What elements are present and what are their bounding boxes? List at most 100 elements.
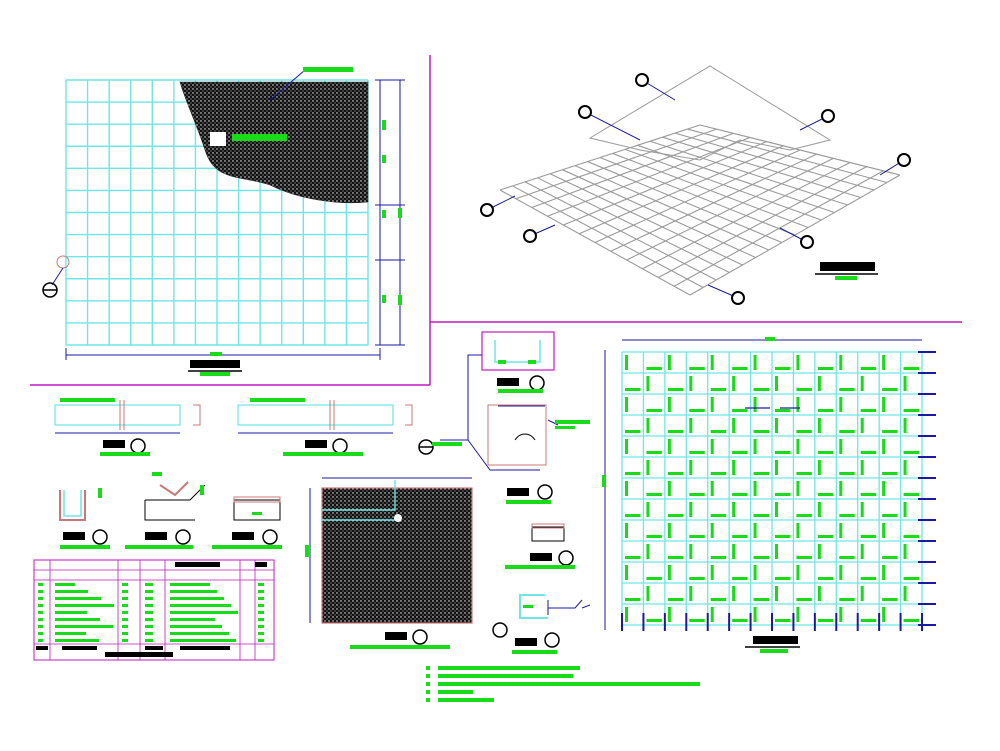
joint-mark [817, 535, 834, 538]
joint-mark [646, 544, 650, 559]
joint-mark [817, 493, 834, 496]
joint-mark [839, 355, 843, 370]
joint-mark [625, 607, 628, 622]
joint-mark [796, 481, 800, 496]
joint-mark [753, 355, 757, 370]
joint-mark [839, 430, 855, 433]
joint-mark [732, 502, 736, 517]
detail-u-channel [59, 488, 110, 549]
joint-mark [903, 619, 919, 622]
right-tile-grid [621, 351, 936, 631]
table-cell [258, 625, 264, 628]
table-cell [55, 625, 113, 628]
joint-mark [796, 514, 812, 517]
joint-mark [732, 451, 748, 454]
joint-mark [667, 355, 671, 370]
joint-mark [667, 514, 684, 517]
joint-mark [860, 619, 877, 622]
joint-mark [882, 523, 886, 538]
detail-profile-2 [237, 398, 413, 456]
joint-mark [882, 472, 898, 475]
joint-mark [882, 430, 898, 433]
joint-mark [710, 430, 727, 433]
table-cell [122, 625, 128, 628]
joint-mark [796, 439, 800, 454]
joint-mark [625, 388, 641, 391]
joint-mark [689, 376, 693, 391]
joint-mark [710, 439, 714, 454]
joint-mark [796, 523, 800, 538]
joint-mark [732, 367, 748, 370]
table-cell [258, 597, 264, 600]
joint-mark [710, 481, 714, 496]
table-cell [38, 604, 43, 607]
detail-bracket [492, 594, 591, 654]
joint-mark [796, 355, 800, 370]
joint-mark [732, 376, 736, 391]
joint-mark [817, 544, 821, 559]
joint-mark [796, 607, 800, 622]
joint-mark [839, 472, 855, 475]
joint-mark [839, 397, 843, 412]
iso-grid-line [610, 153, 817, 252]
joint-mark [882, 607, 886, 622]
joint-mark [689, 535, 705, 538]
joint-mark [839, 523, 843, 538]
table-cell [145, 597, 153, 600]
joint-mark [796, 388, 812, 391]
joint-mark [817, 418, 821, 433]
table-cell [170, 632, 229, 635]
joint-mark [903, 544, 907, 559]
table-cell [38, 590, 43, 593]
joint-mark [860, 535, 877, 538]
joint-mark [903, 535, 919, 538]
schedule-table [33, 559, 275, 661]
joint-mark [817, 376, 821, 391]
table-cell [122, 604, 128, 607]
section-marker-icon[interactable] [480, 73, 911, 305]
joint-mark [753, 388, 769, 391]
joint-mark [625, 481, 628, 496]
iso-grid-line [626, 157, 834, 261]
joint-mark [796, 472, 812, 475]
joint-mark [775, 367, 791, 370]
joint-mark [625, 430, 641, 433]
joint-mark [753, 523, 757, 538]
joint-mark [860, 409, 877, 412]
joint-mark [710, 565, 714, 580]
table-cell [258, 611, 264, 614]
joint-mark [817, 586, 821, 601]
detail-panel [487, 404, 547, 466]
plan-opening [210, 132, 226, 146]
joint-mark [646, 451, 662, 454]
table-cell [145, 611, 153, 614]
joint-mark [839, 439, 843, 454]
joint-mark [903, 586, 907, 601]
joint-mark [775, 409, 791, 412]
joint-mark [775, 451, 791, 454]
joint-mark [732, 544, 736, 559]
joint-mark [860, 502, 864, 517]
joint-mark [817, 502, 821, 517]
joint-mark [796, 430, 812, 433]
joint-mark [710, 598, 727, 601]
joint-mark [882, 481, 886, 496]
joint-mark [753, 556, 769, 559]
plan-label-bar [232, 134, 287, 141]
joint-mark [839, 481, 843, 496]
joint-mark [646, 586, 650, 601]
joint-mark [839, 388, 855, 391]
joint-mark [860, 577, 877, 580]
joint-mark [817, 577, 834, 580]
joint-mark [646, 376, 650, 391]
joint-mark [903, 577, 919, 580]
title-block-plan [188, 360, 242, 376]
iso-grid-line [642, 162, 851, 270]
joint-mark [667, 472, 684, 475]
table-cell [258, 583, 264, 586]
section-marker-icon[interactable] [42, 255, 70, 298]
joint-mark [839, 607, 843, 622]
table-cell [170, 639, 236, 642]
joint-mark [903, 460, 907, 475]
joint-mark [860, 586, 864, 601]
